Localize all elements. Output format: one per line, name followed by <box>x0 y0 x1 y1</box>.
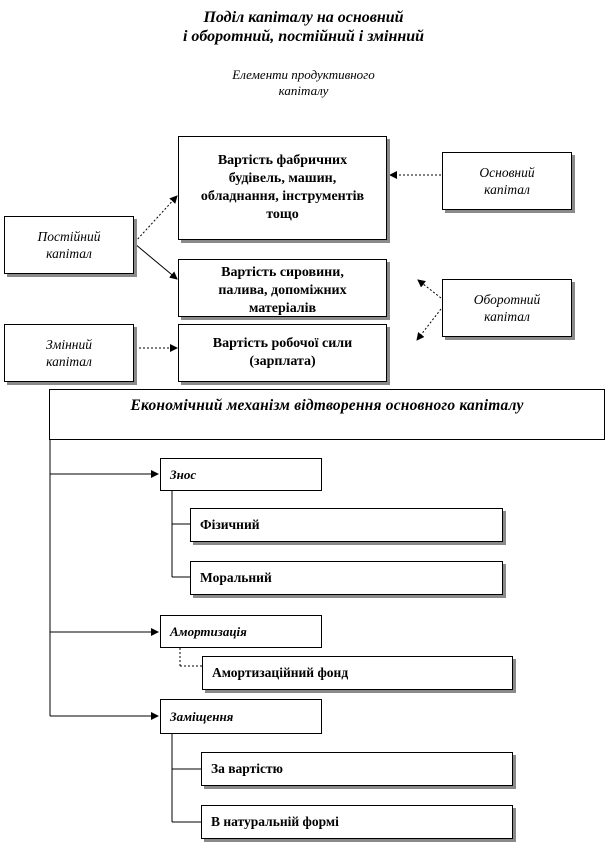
variable-line-1: Змінний <box>46 337 92 352</box>
wear-box: Знос <box>160 458 322 491</box>
wear-label: Знос <box>170 466 197 482</box>
materials-line-1: Вартість сировини, <box>221 265 344 280</box>
fixed-costs-line-4: тощо <box>266 207 299 222</box>
by-value-box: За вартістю <box>201 752 513 786</box>
moral-label: Моральний <box>200 570 272 585</box>
fixed-costs-line-2: будівель, машин, <box>228 171 337 186</box>
raw-materials-box: Вартість сировини, палива, допоміжних ма… <box>178 259 387 317</box>
amortization-box: Амортизація <box>160 615 322 648</box>
materials-line-3: матеріалів <box>248 301 317 316</box>
fixed-capital-line-2: капітал <box>484 182 530 197</box>
mechanism-title: Економічний механізм відтворення основно… <box>130 397 524 414</box>
labor-cost-box: Вартість робочої сили (зарплата) <box>178 324 387 382</box>
variable-line-2: капітал <box>46 354 92 369</box>
physical-label: Фізичний <box>200 517 260 532</box>
labor-line-2: (зарплата) <box>249 354 316 369</box>
amortization-fund-box: Амортизаційний фонд <box>202 656 513 690</box>
page-title: Поділ капіталу на основний і оборотний, … <box>0 8 607 46</box>
arrow-working-to-materials <box>417 279 442 299</box>
constant-line-2: капітал <box>46 246 92 261</box>
arrow-constant-to-fixed <box>134 195 178 243</box>
subtitle: Елементи продуктивного капіталу <box>0 67 607 99</box>
replacement-box: Заміщення <box>160 699 322 734</box>
fixed-capital-box: Основний капітал <box>442 152 572 210</box>
in-kind-label: В натуральній формі <box>211 814 339 829</box>
fixed-costs-box: Вартість фабричних будівель, машин, обла… <box>178 136 387 240</box>
moral-box: Моральний <box>190 561 503 595</box>
materials-line-2: палива, допоміжних <box>218 283 347 298</box>
constant-line-1: Постійний <box>37 229 101 244</box>
fixed-capital-line-1: Основний <box>479 165 535 180</box>
arrow-working-to-labor <box>416 308 442 341</box>
amortization-label: Амортизація <box>170 623 247 639</box>
variable-capital-box: Змінний капітал <box>4 324 134 382</box>
fixed-costs-line-1: Вартість фабричних <box>217 153 348 168</box>
replacement-label: Заміщення <box>170 708 234 724</box>
title-line-2: і оборотний, постійний і змінний <box>182 28 425 45</box>
fixed-costs-line-3: обладнання, інструментів <box>200 189 365 204</box>
arrow-constant-to-materials <box>134 243 178 280</box>
subtitle-line-2: капіталу <box>278 83 329 98</box>
physical-box: Фізичний <box>190 508 503 542</box>
working-capital-line-2: капітал <box>484 309 530 324</box>
constant-capital-box: Постійний капітал <box>4 216 134 274</box>
labor-line-1: Вартість робочої сили <box>212 336 353 351</box>
mechanism-title-box: Економічний механізм відтворення основно… <box>49 389 605 440</box>
working-capital-box: Оборотний капітал <box>442 279 572 337</box>
subtitle-line-1: Елементи продуктивного <box>232 67 375 82</box>
in-kind-box: В натуральній формі <box>201 805 513 839</box>
working-capital-line-1: Оборотний <box>473 292 541 307</box>
amortization-fund-label: Амортизаційний фонд <box>212 665 349 680</box>
title-line-1: Поділ капіталу на основний <box>203 9 404 26</box>
by-value-label: За вартістю <box>211 761 283 776</box>
